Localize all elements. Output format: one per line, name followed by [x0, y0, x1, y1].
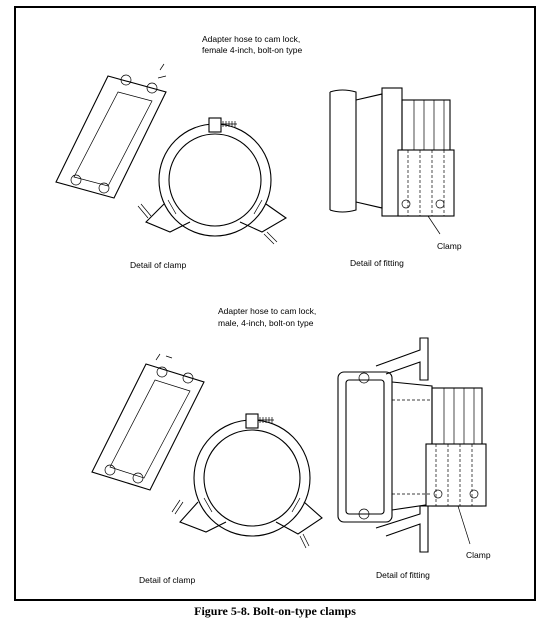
- figure-frame: [14, 6, 536, 601]
- bottom-detail-clamp-label: Detail of clamp: [139, 575, 196, 585]
- top-detail-fitting-label: Detail of fitting: [350, 258, 404, 268]
- bottom-detail-fitting-label: Detail of fitting: [376, 570, 430, 580]
- top-clamp-pointer-label: Clamp: [437, 241, 462, 251]
- bottom-fitting: [337, 337, 487, 553]
- top-fitting: [329, 87, 455, 235]
- top-clamp-ring: [137, 117, 288, 245]
- top-clamp-plate: [55, 63, 167, 199]
- bottom-clamp-plate: [91, 353, 205, 491]
- bottom-title-line2: male, 4-inch, bolt-on type: [218, 318, 314, 328]
- top-title-line2: female 4-inch, bolt-on type: [202, 45, 303, 55]
- top-detail-clamp-label: Detail of clamp: [130, 260, 187, 270]
- bottom-title-line1: Adapter hose to cam lock,: [218, 306, 317, 316]
- top-title-line1: Adapter hose to cam lock,: [202, 34, 301, 44]
- bottom-clamp-pointer-label: Clamp: [466, 550, 491, 560]
- bottom-clamp-ring: [171, 413, 323, 549]
- figure-caption: Figure 5-8. Bolt-on-type clamps: [194, 604, 356, 618]
